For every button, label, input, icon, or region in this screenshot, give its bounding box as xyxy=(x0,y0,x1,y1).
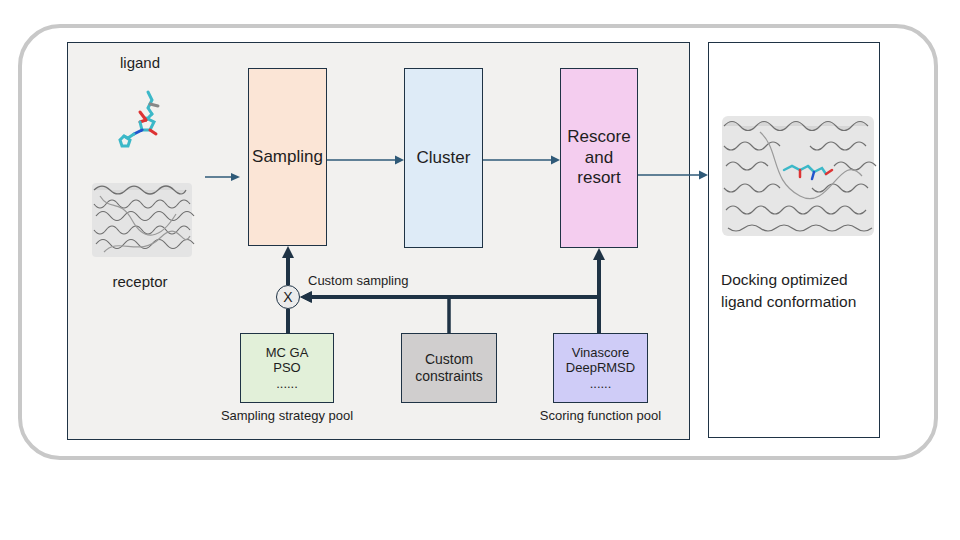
connector-line xyxy=(483,159,553,161)
node-text: Vinascore DeepRMSD ...... xyxy=(560,345,642,392)
arrow-head xyxy=(395,156,404,165)
multiply-circle: X xyxy=(276,285,300,309)
node-text: X xyxy=(283,290,292,304)
arrow-head xyxy=(699,171,708,180)
flow-connector xyxy=(300,291,599,333)
process-box: Sampling xyxy=(248,68,327,246)
receptor-protein xyxy=(92,183,194,257)
arrow-head xyxy=(282,246,294,258)
flow-connector xyxy=(288,309,289,333)
constraint-box: Custom constraints xyxy=(401,333,497,403)
connector-line xyxy=(309,297,449,333)
arrow-head xyxy=(300,292,311,303)
flow-connector xyxy=(327,156,404,165)
arrow-head xyxy=(593,248,605,260)
docked-complex xyxy=(722,116,876,236)
output-panel: Docking optimized ligand conformation xyxy=(708,42,880,438)
image-caption: ligand xyxy=(120,54,160,71)
flow-connector xyxy=(483,156,560,165)
image-caption: receptor xyxy=(112,273,167,290)
edge-label: Custom sampling xyxy=(308,273,408,288)
flow-connector xyxy=(282,246,294,285)
node-text: MC GA PSO ...... xyxy=(264,345,310,392)
node-text: Rescore and resort xyxy=(565,127,633,188)
pool-caption: Sampling strategy pool xyxy=(221,408,353,423)
node-text: Sampling xyxy=(252,147,323,167)
pool-caption: Scoring function pool xyxy=(540,408,661,423)
connector-line xyxy=(327,159,397,161)
input-arrow xyxy=(205,173,240,181)
flow-connector xyxy=(300,292,449,334)
ligand-molecule xyxy=(120,92,158,146)
node-text: Custom constraints xyxy=(407,351,491,385)
connector-line xyxy=(286,256,290,285)
arrow-head xyxy=(300,291,312,303)
node-text: Cluster xyxy=(417,148,471,168)
arrow-head xyxy=(551,156,560,165)
connector-line xyxy=(286,309,290,333)
strategy-pool-box: MC GA PSO ......Sampling strategy pool xyxy=(240,333,334,403)
node-text: Docking optimized ligand conformation xyxy=(721,269,877,314)
scoring-pool-box: Vinascore DeepRMSD ......Scoring functio… xyxy=(553,333,648,403)
flow-connector xyxy=(638,171,708,180)
process-box: Cluster xyxy=(404,68,483,248)
connector-line xyxy=(638,174,701,176)
connector-line xyxy=(310,297,599,333)
process-box: Rescore and resort xyxy=(560,68,638,248)
